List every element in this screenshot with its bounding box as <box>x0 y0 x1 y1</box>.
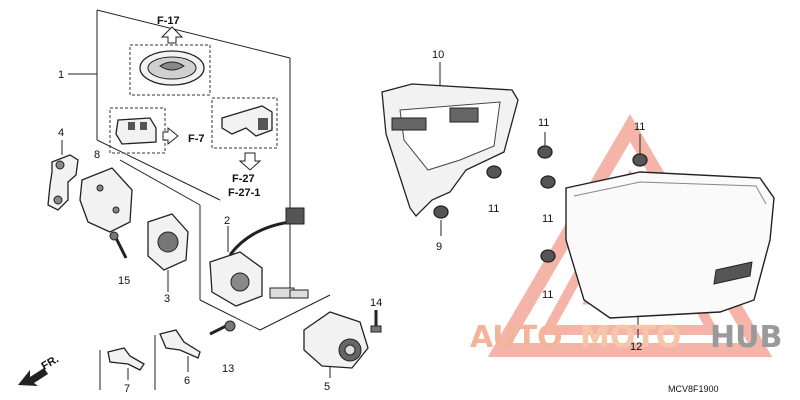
hollow-arrow-up-icon <box>160 26 184 44</box>
ref-f27: F-27 <box>232 173 255 185</box>
ref-f7: F-7 <box>188 133 205 145</box>
ref-box-f7 <box>109 107 166 154</box>
callout-1: 1 <box>58 69 64 81</box>
callout-4: 4 <box>58 127 64 139</box>
callout-11-d: 11 <box>542 289 553 301</box>
lock-assembly-part <box>303 311 369 378</box>
side-cover-left-part <box>381 62 519 217</box>
lock-cylinder-part <box>147 213 189 292</box>
callout-7: 7 <box>124 383 130 395</box>
screw-part-13 <box>209 320 236 336</box>
ref-f27-1: F-27-1 <box>228 187 260 199</box>
watermark-text: AUTO MOTO HUB <box>470 320 782 355</box>
switch-part <box>221 105 273 137</box>
ref-f17: F-17 <box>157 15 180 27</box>
callout-11-c: 11 <box>542 213 553 225</box>
grommet-part <box>433 132 648 263</box>
connector-part <box>115 117 157 145</box>
diagram-code: MCV8F1900 <box>668 384 719 394</box>
callout-6: 6 <box>184 375 190 387</box>
fuel-cap-part <box>139 50 205 86</box>
callout-11-a: 11 <box>538 117 549 129</box>
watermark-part1: AUTO <box>470 320 563 355</box>
hollow-arrow-down-icon <box>238 152 262 171</box>
front-label: FR. <box>40 353 61 372</box>
key-part-7 <box>107 347 145 380</box>
key-part-6 <box>159 329 201 372</box>
callout-14: 14 <box>370 297 382 309</box>
bolt-part-14 <box>370 310 382 333</box>
ref-box-f27 <box>211 97 278 149</box>
callout-2: 2 <box>224 215 230 227</box>
screw-part-15 <box>109 231 128 259</box>
callout-9: 9 <box>436 241 442 253</box>
callout-3: 3 <box>164 293 170 305</box>
bracket-part <box>47 154 79 211</box>
callout-13: 13 <box>222 363 234 375</box>
hollow-arrow-right-icon <box>162 126 179 146</box>
callout-12: 12 <box>630 341 642 353</box>
callout-10: 10 <box>432 49 444 61</box>
side-cover-right-part <box>565 171 775 338</box>
arrow-front-icon <box>18 368 48 386</box>
watermark-part3: HUB <box>710 320 782 355</box>
watermark-part2: MOTO <box>580 320 681 355</box>
callout-15: 15 <box>118 275 130 287</box>
callout-8: 8 <box>94 149 100 161</box>
plate-part <box>79 167 133 233</box>
callout-11-e: 11 <box>634 121 645 133</box>
callout-11-b: 11 <box>488 203 499 215</box>
callout-5: 5 <box>324 381 330 393</box>
assembly-frame <box>68 9 331 390</box>
ignition-switch-part <box>209 207 309 307</box>
ref-box-f17 <box>129 44 211 96</box>
